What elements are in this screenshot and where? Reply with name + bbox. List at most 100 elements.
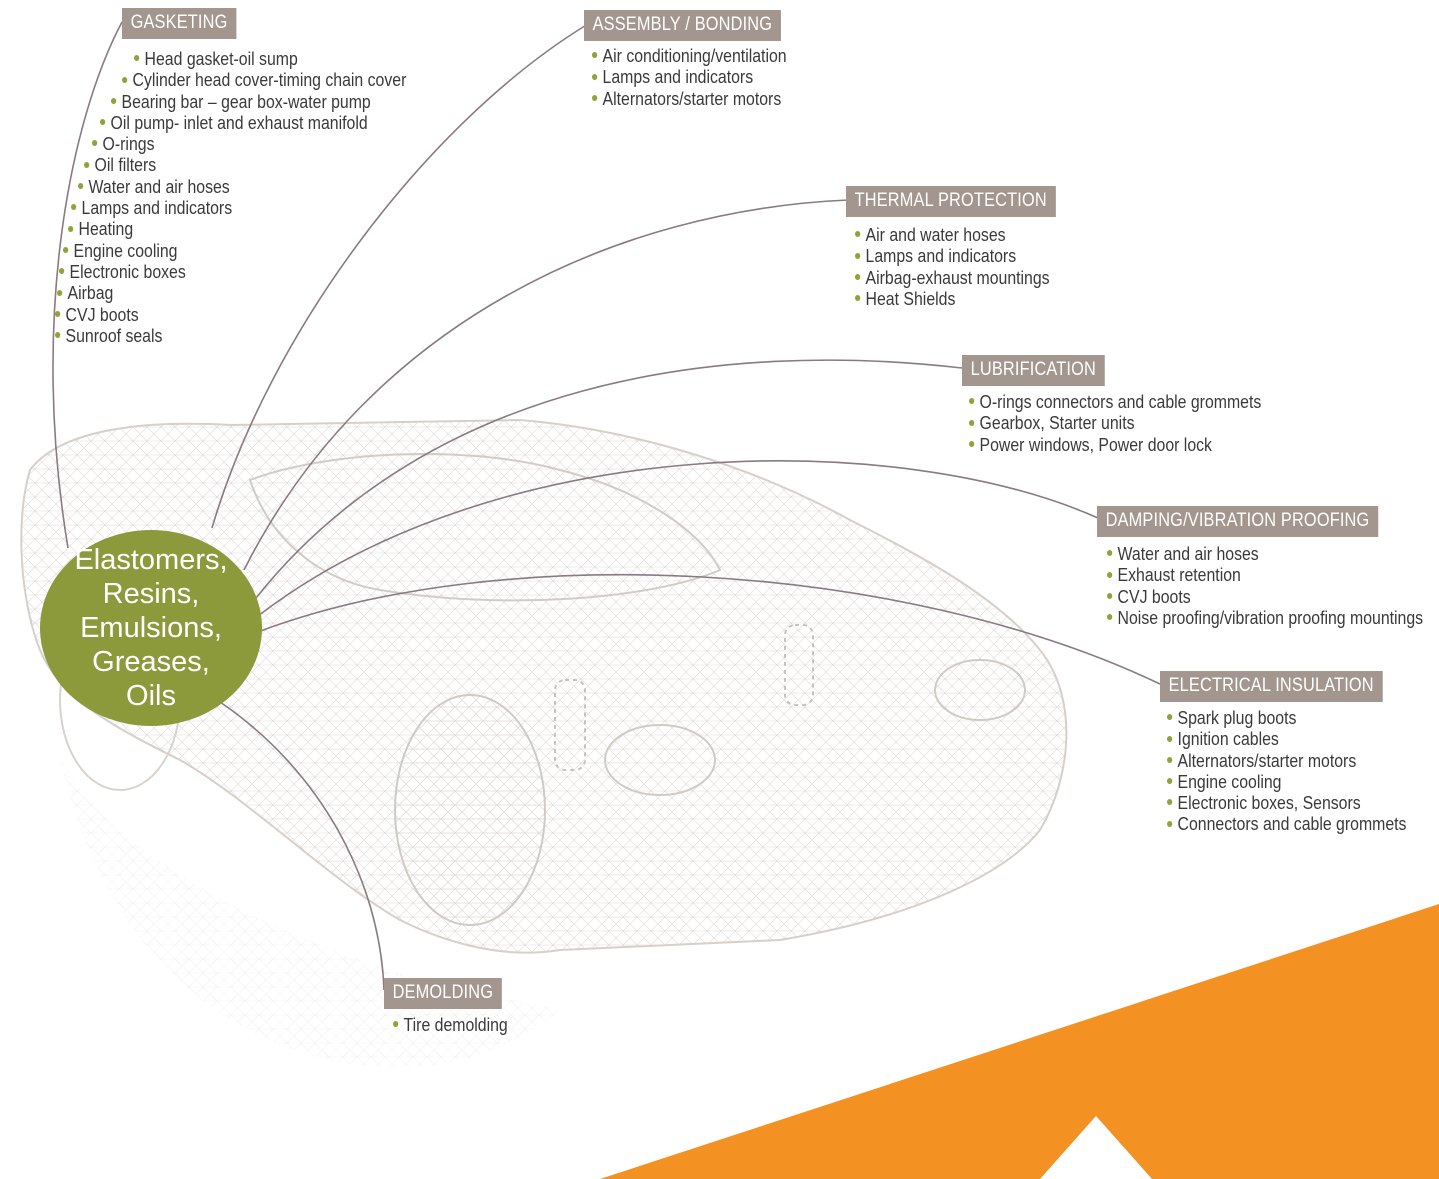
category-lubrification-list: O-rings connectors and cable grommets Ge… [969,392,1301,456]
list-item: Power windows, Power door lock [969,435,1261,456]
headlight-left [604,724,716,796]
connector-thermal-protection [243,199,849,571]
hub-line: Greases, [92,646,210,678]
category-assembly-bonding-list: Air conditioning/ventilation Lamps and i… [592,46,813,110]
bullet-icon [1167,799,1173,806]
bullet-icon [1107,571,1113,578]
category-demolding-list: Tire demolding [393,1015,523,1036]
list-item: Heating [68,219,400,240]
connector-lubrification [255,359,963,599]
bullet-icon [1167,778,1173,785]
bullet-icon [855,273,861,280]
list-item: Water and air hoses [78,177,401,198]
category-demolding-header: DEMOLDING [384,978,502,1009]
hub-line: Elastomers, [74,544,228,576]
category-damping-list: Water and air hoses Exhaust retention CV… [1107,544,1439,629]
hub-line: Emulsions, [80,612,222,644]
list-item: Head gasket-oil sump [134,49,408,70]
bullet-icon [1167,735,1173,742]
bullet-icon [592,94,598,101]
hub-label: Elastomers, Resins, Emulsions, Greases, … [74,543,227,713]
spring-right [784,624,814,706]
connectors [52,21,1161,991]
bullet-icon [969,419,975,426]
bullet-icon [1167,820,1173,827]
bullet-icon [68,225,74,232]
bullet-icon [55,332,61,339]
list-item: O-rings connectors and cable grommets [969,392,1261,413]
category-assembly-bonding-header: ASSEMBLY / BONDING [584,10,781,41]
list-item: CVJ boots [1107,587,1423,608]
list-item: Airbag [57,283,399,304]
connector-assembly-bonding [211,23,589,529]
list-item: Alternators/starter motors [592,89,787,110]
list-item: Airbag-exhaust mountings [855,268,1050,289]
front-wheel [394,694,546,926]
category-electrical-insulation-list: Spark plug boots Ignition cables Alterna… [1167,708,1439,836]
bullet-icon [592,52,598,59]
bullet-icon [855,252,861,259]
list-item: Air and water hoses [855,225,1050,246]
bullet-icon [1107,550,1113,557]
list-item: Bearing bar – gear box-water pump [111,92,405,113]
headlight-right [934,659,1026,721]
category-gasketing-header: GASKETING [122,8,237,39]
list-item: Tire demolding [393,1015,508,1036]
category-thermal-protection-header: THERMAL PROTECTION [846,186,1056,217]
bullet-icon [71,204,77,211]
connector-gasketing [52,21,123,549]
bullet-icon [84,161,90,168]
category-electrical-insulation-header: ELECTRICAL INSULATION [1160,671,1383,702]
category-lubrification-header: LUBRIFICATION [962,355,1105,386]
list-item: Noise proofing/vibration proofing mounti… [1107,608,1423,629]
list-item: Sunroof seals [55,326,398,347]
bullet-icon [100,119,106,126]
list-item: Heat Shields [855,289,1050,310]
list-item: Lamps and indicators [855,246,1050,267]
bullet-icon [111,97,117,104]
list-item: Engine cooling [63,241,399,262]
bullet-icon [57,289,63,296]
hub-line: Oils [126,680,176,712]
list-item: Ignition cables [1167,729,1406,750]
category-gasketing-list: Head gasket-oil sump Cylinder head cover… [0,49,445,347]
list-item: Air conditioning/ventilation [592,46,787,67]
bullet-icon [393,1021,399,1028]
car-wireframe [20,418,1068,1068]
list-item: CVJ boots [55,305,398,326]
list-item: Spark plug boots [1167,708,1406,729]
list-item: Oil pump- inlet and exhaust manifold [100,113,404,134]
white-triangle-notch [1040,1116,1152,1179]
list-item: Exhaust retention [1107,565,1423,586]
spring-left [554,679,586,771]
list-item: Lamps and indicators [592,67,787,88]
list-item: Connectors and cable grommets [1167,814,1406,835]
bullet-icon [855,231,861,238]
bullet-icon [63,246,69,253]
list-item: Gearbox, Starter units [969,413,1261,434]
list-item: Alternators/starter motors [1167,751,1406,772]
bullet-icon [59,268,65,275]
bullet-icon [1107,592,1113,599]
bullet-icon [855,295,861,302]
connector-damping [257,460,1099,617]
bullet-icon [122,76,128,83]
bullet-icon [969,440,975,447]
bullet-icon [134,55,140,62]
bullet-icon [92,140,98,147]
list-item: Engine cooling [1167,772,1406,793]
list-item: Electronic boxes, Sensors [1167,793,1406,814]
list-item: O-rings [92,134,403,155]
list-item: Electronic boxes [59,262,399,283]
bullet-icon [1167,714,1173,721]
list-item: Oil filters [84,155,402,176]
bullet-icon [592,73,598,80]
category-thermal-protection-list: Air and water hoses Lamps and indicators… [855,225,1076,310]
list-item: Water and air hoses [1107,544,1423,565]
category-damping-header: DAMPING/VIBRATION PROOFING [1097,506,1379,537]
car-body-outline [20,418,1068,954]
bullet-icon [1167,756,1173,763]
connector-electrical-insulation [257,573,1161,685]
orange-accent-shape [600,904,1439,1179]
